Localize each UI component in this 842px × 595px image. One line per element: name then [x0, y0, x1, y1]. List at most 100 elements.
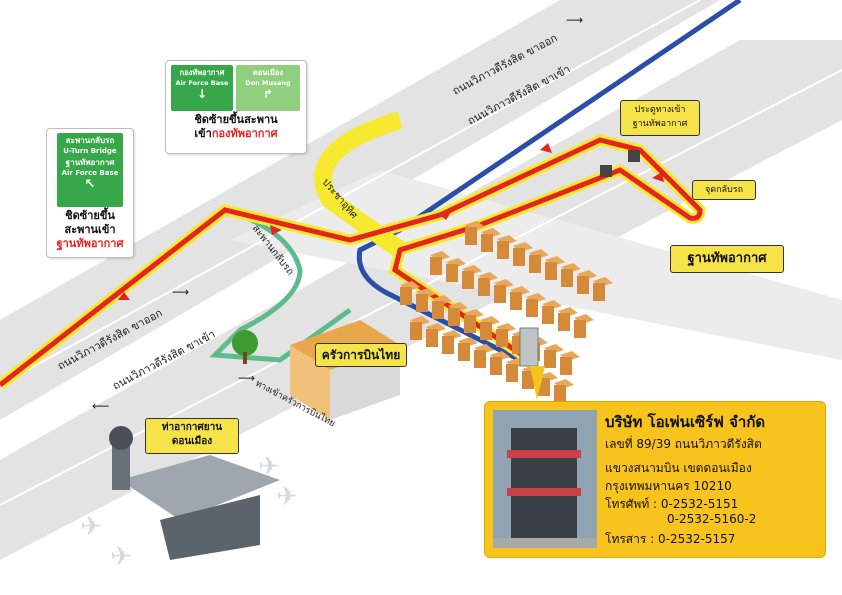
building-block: [593, 283, 605, 301]
gate-post-2: [628, 150, 640, 162]
building-block: [446, 264, 458, 282]
info-pointer: [530, 366, 545, 400]
caption-line: สะพานเข้า: [64, 223, 116, 236]
building-block: [574, 320, 586, 338]
sign-text: สะพานกลับรถ: [65, 136, 115, 145]
route-arrow-5: [652, 172, 664, 182]
building-block: [400, 287, 412, 305]
building-block: [558, 313, 570, 331]
photo-building: [511, 428, 577, 546]
building-block: [560, 357, 572, 375]
tree-trunk: [243, 352, 247, 364]
route-arrow-3: [440, 210, 452, 220]
building-block: [410, 322, 422, 340]
arrow-right-icon: ⟶: [172, 285, 189, 299]
airplane-icon-1: ✈: [258, 452, 280, 482]
airport-line: ดอนเมือง: [171, 436, 213, 447]
building-block: [464, 315, 476, 333]
building-block: [474, 350, 486, 368]
route-blue: [356, 0, 742, 363]
arrow-up-left-icon: ↖: [84, 177, 96, 192]
building-block: [430, 257, 442, 275]
building-block: [577, 276, 589, 294]
building-block: [506, 364, 518, 382]
airforce-caption: ชิดซ้ายขึ้นสะพาน เข้ากองทัพอากาศ: [166, 113, 306, 141]
openserv-building: [519, 327, 539, 367]
donmuang-green-sign: ดอนเมือง Don Musang ↱: [236, 65, 300, 111]
arrow-left-icon: ⟵: [92, 399, 109, 413]
building-block: [542, 306, 554, 324]
route-green: [209, 207, 352, 363]
thai-catering-label: ครัวการบินไทย: [315, 343, 407, 367]
sign-text: Air Force Base: [61, 169, 119, 177]
building-block: [526, 299, 538, 317]
sign-text: กองทัพอากาศ: [179, 68, 225, 77]
caption-line: ชิดซ้ายขึ้นสะพาน: [194, 113, 278, 126]
photo-ground: [493, 538, 597, 548]
caption-line: ชิดซ้ายขึ้น: [65, 209, 115, 222]
building-block: [490, 357, 502, 375]
uturn-point-label: จุดกลับรถ: [692, 180, 756, 200]
company-address-3: กรุงเทพมหานคร 10210: [605, 479, 732, 493]
airplane-icon-3: ✈: [80, 512, 102, 542]
airforce-base-label: ฐานทัพอากาศ: [670, 245, 784, 273]
caption-prefix: เข้า: [194, 127, 212, 140]
company-phone: โทรศัพท์ : 0-2532-5151: [605, 497, 739, 511]
airforce-sign-callout: กองทัพอากาศ Air Force Base ↓ ดอนเมือง Do…: [165, 60, 307, 154]
uturn-caption: ชิดซ้ายขึ้น สะพานเข้า ฐานทัพอากาศ: [47, 209, 133, 251]
sign-text: Don Musang: [245, 79, 291, 87]
sign-text: ฐานทัพอากาศ: [65, 158, 115, 167]
building-block: [442, 336, 454, 354]
company-phone-2: 0-2532-5160-2: [667, 512, 757, 526]
airport-label: ท่าอากาศยาน ดอนเมือง: [145, 418, 239, 454]
route-arrow-1: [118, 292, 130, 300]
sign-text: Air Force Base: [175, 79, 229, 87]
building-block: [465, 227, 477, 245]
tree-icon: [232, 330, 258, 356]
control-tower: [112, 440, 130, 490]
arrow-down-icon: ↓: [196, 87, 208, 101]
sign-text: U-Turn Bridge: [63, 147, 117, 155]
gate-post-1: [600, 165, 612, 177]
building-block: [561, 269, 573, 287]
photo-awning-2: [507, 488, 581, 496]
uturn-sign-callout: สะพานกลับรถ U-Turn Bridge ฐานทัพอากาศ Ai…: [46, 128, 134, 258]
building-block: [426, 329, 438, 347]
caption-line-2: เข้ากองทัพอากาศ: [166, 127, 306, 141]
airforce-green-sign: กองทัพอากาศ Air Force Base ↓: [171, 65, 233, 111]
building-block: [545, 262, 557, 280]
building-block: [432, 301, 444, 319]
company-name: บริษัท โอเพ่นเซิร์ฟ จำกัด: [605, 413, 766, 431]
uturn-green-sign: สะพานกลับรถ U-Turn Bridge ฐานทัพอากาศ Ai…: [57, 133, 123, 207]
airport-terminal-roof: [120, 455, 280, 520]
building-block: [494, 285, 506, 303]
arrow-right-icon: ⟶: [238, 371, 255, 385]
building-block: [497, 241, 509, 259]
caption-red: กองทัพอากาศ: [211, 127, 278, 140]
route-red: [0, 137, 703, 387]
building-block: [458, 343, 470, 361]
building-block: [480, 322, 492, 340]
caption-red: ฐานทัพอากาศ: [56, 237, 124, 250]
arrow-right-icon: ⟶: [566, 13, 583, 27]
route-yellow-prachachuen: [314, 111, 406, 258]
gate-line: ประตูทางเข้า: [634, 105, 686, 115]
company-info-card: บริษัท โอเพ่นเซิร์ฟ จำกัด เลขที่ 89/39 ถ…: [484, 401, 826, 558]
building-block: [522, 371, 534, 389]
company-building-photo: [493, 410, 597, 548]
building-block: [462, 271, 474, 289]
gate-line: ฐานทัพอากาศ: [632, 119, 688, 129]
company-address-2: แขวงสนามบิน เขตดอนเมือง: [605, 461, 752, 475]
building-block: [481, 234, 493, 252]
building-block: [554, 385, 566, 403]
airforce-buildings: [400, 221, 613, 403]
company-address-1: เลขที่ 89/39 ถนนวิภาวดีรังสิต: [605, 437, 762, 451]
road-divider-1: [0, 0, 700, 385]
uturn-arrow-icon: ↱: [262, 87, 274, 101]
company-fax: โทรสาร : 0-2532-5157: [605, 532, 736, 546]
gate-label: ประตูทางเข้า ฐานทัพอากาศ: [620, 100, 700, 136]
route-arrow-4: [540, 143, 552, 153]
building-block: [529, 255, 541, 273]
building-block: [496, 329, 508, 347]
building-block: [416, 294, 428, 312]
